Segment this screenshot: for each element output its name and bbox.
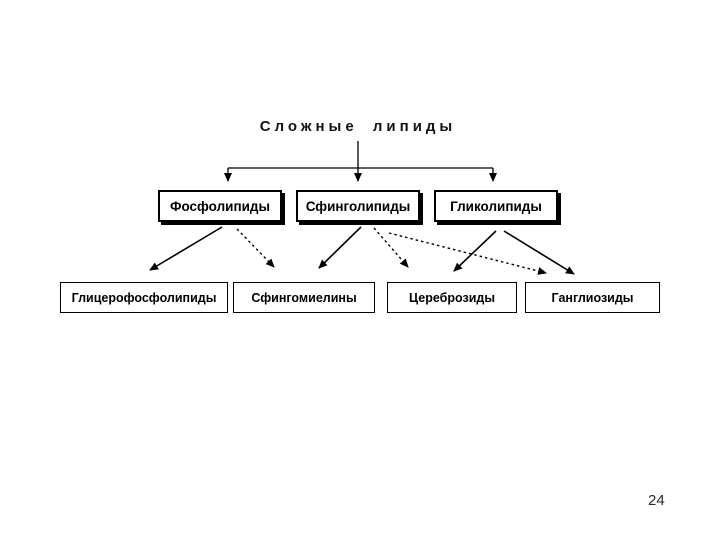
- node-cerebrosides: Цереброзиды: [387, 282, 517, 313]
- edge-glycolipids-gangliosides: [503, 230, 575, 275]
- edge-sphingolipids-cerebrosides-dashed: [373, 227, 409, 268]
- node-sphingomyelins: Сфингомиелины: [233, 282, 375, 313]
- node-gangliosides-label: Ганглиозиды: [551, 290, 634, 305]
- edge-phospholipids-glycerophospholipids: [149, 226, 223, 271]
- node-phospholipids-label: Фосфолипиды: [169, 198, 271, 214]
- node-sphingomyelins-label: Сфингомиелины: [251, 290, 357, 305]
- diagram-title: Сложные липиды: [259, 118, 457, 135]
- node-phospholipids: Фосфолипиды: [158, 190, 282, 222]
- edge-glycolipids-cerebrosides: [453, 230, 497, 272]
- edge-phospholipids-sphingomyelins-dashed: [236, 228, 275, 268]
- edge-sphingolipids-sphingomyelins: [318, 226, 362, 269]
- node-glycolipids-label: Гликолипиды: [450, 198, 542, 214]
- node-glycerophospholipids-label: Глицерофосфолипиды: [71, 290, 217, 305]
- node-sphingolipids: Сфинголипиды: [296, 190, 420, 222]
- page-number: 24: [648, 492, 665, 509]
- edge-sphingolipids-gangliosides-dashed: [388, 232, 547, 275]
- node-glycolipids: Гликолипиды: [434, 190, 558, 222]
- node-sphingolipids-label: Сфинголипиды: [305, 198, 411, 214]
- node-cerebrosides-label: Цереброзиды: [409, 290, 495, 305]
- node-gangliosides: Ганглиозиды: [525, 282, 660, 313]
- node-glycerophospholipids: Глицерофосфолипиды: [60, 282, 228, 313]
